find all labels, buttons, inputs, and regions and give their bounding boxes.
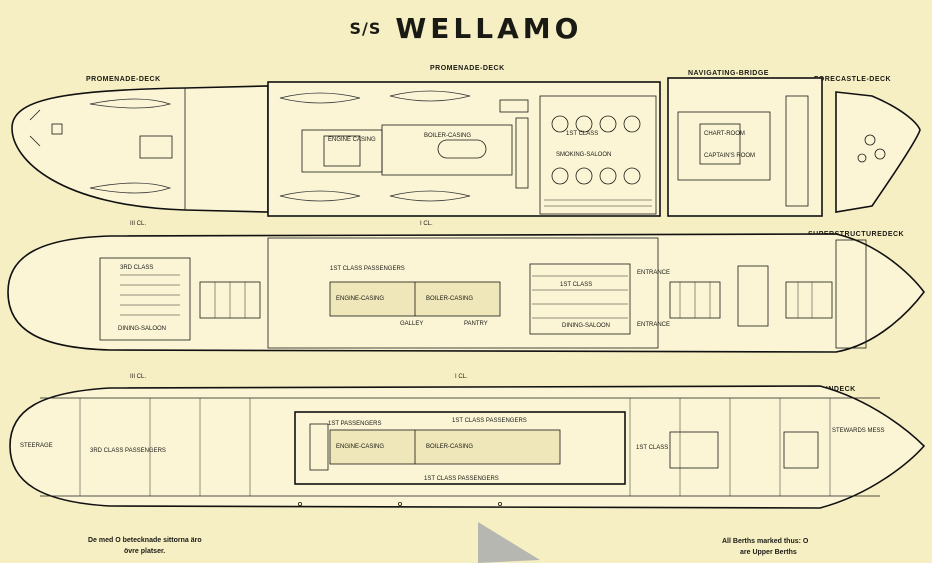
- label-first-class-super: 1ST CLASS: [560, 282, 593, 288]
- title-prefix: S/S: [349, 19, 382, 38]
- deck-label-navigating-bridge: NAVIGATING-BRIDGE: [688, 70, 769, 77]
- label-engine-casing-top: ENGINE CASING: [328, 137, 376, 143]
- class-marker-super-first: I CL.: [455, 374, 468, 380]
- label-first-class-passengers-main-top: 1ST CLASS PASSENGERS: [452, 418, 527, 424]
- page-title: S/S WELLAMO: [0, 12, 932, 45]
- class-marker-promenade-third: III CL.: [130, 221, 147, 227]
- note-english-line2: are Upper Berths: [740, 549, 797, 556]
- note-english-line1: All Berths marked thus: O: [722, 538, 809, 545]
- superstructure-deck-plan: [7, 233, 926, 353]
- label-third-class-super: 3RD CLASS: [120, 265, 154, 271]
- note-swedish: De med O betecknade sittorna äro övre pl…: [88, 535, 202, 557]
- deck-label-promenade-center: PROMENADE-DECK: [430, 65, 505, 72]
- label-first-class-top: 1ST CLASS: [566, 131, 599, 137]
- label-boiler-casing-top: BOILER-CASING: [424, 133, 472, 139]
- label-pantry: PANTRY: [464, 321, 488, 327]
- label-third-class-passengers-main: 3RD CLASS PASSENGERS: [90, 448, 166, 454]
- label-entrance-bottom: ENTRANCE: [637, 322, 671, 328]
- promenade-deck-plan: [11, 77, 921, 217]
- class-marker-super-third: III CL.: [130, 374, 147, 380]
- label-steerage-main: STEERAGE: [20, 443, 53, 449]
- label-dining-saloon-first: DINING-SALOON: [562, 323, 611, 329]
- main-deck-plan: [9, 385, 926, 509]
- label-boiler-casing-super: BOILER-CASING: [426, 296, 474, 302]
- label-boiler-casing-main: BOILER-CASING: [426, 444, 474, 450]
- label-engine-casing-super: ENGINE-CASING: [336, 296, 385, 302]
- label-captains-room: CAPTAIN'S ROOM: [704, 153, 756, 159]
- ship-name: WELLAMO: [395, 12, 583, 45]
- label-first-class-main-right: 1ST CLASS: [636, 445, 669, 451]
- deck-label-maindeck: MAINDECK: [814, 386, 856, 393]
- label-engine-casing-main: ENGINE-CASING: [336, 444, 385, 450]
- label-first-class-passengers-super: 1ST CLASS PASSENGERS: [330, 266, 405, 272]
- label-entrance-top: ENTRANCE: [637, 270, 671, 276]
- class-marker-promenade-first: I CL.: [420, 221, 433, 227]
- label-galley: GALLEY: [400, 321, 424, 327]
- label-smoking-saloon: SMOKING-SALOON: [556, 152, 612, 158]
- paper-fold: [478, 522, 540, 563]
- label-dining-saloon-third: DINING-SALOON: [118, 326, 167, 332]
- label-chart-room: CHART-ROOM: [704, 131, 745, 137]
- note-english: All Berths marked thus: O are Upper Bert…: [722, 536, 808, 558]
- note-swedish-line1: De med O betecknade sittorna äro: [88, 537, 202, 544]
- deck-label-superstructure: SUPERSTRUCTUREDECK: [808, 231, 905, 238]
- label-first-class-passengers-main-bottom: 1ST CLASS PASSENGERS: [424, 476, 499, 482]
- deck-label-forecastle: FORECASTLE-DECK: [814, 76, 892, 83]
- note-swedish-line2: övre platser.: [124, 548, 166, 555]
- deck-label-promenade-left: PROMENADE-DECK: [86, 76, 161, 83]
- label-first-class-passengers-main-left: 1ST PASSENGERS: [328, 421, 382, 427]
- label-stewards-mess: STEWARDS MESS: [832, 428, 885, 434]
